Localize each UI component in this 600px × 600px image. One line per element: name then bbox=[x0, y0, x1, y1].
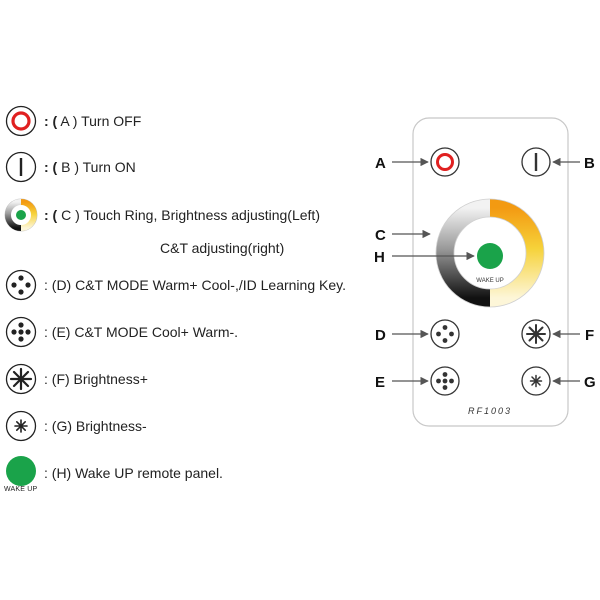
brightness-up-button[interactable] bbox=[521, 319, 551, 349]
legend-text-d: : (D) C&T MODE Warm+ Cool-,/ID Learning … bbox=[44, 277, 346, 293]
brightness-up-icon bbox=[5, 363, 37, 395]
legend-text-c-continued: C&T adjusting(right) bbox=[160, 240, 285, 256]
wake-up-button[interactable] bbox=[477, 243, 503, 269]
on-button[interactable] bbox=[521, 147, 551, 177]
legend-row-g: : (G) Brightness- bbox=[4, 409, 147, 443]
brightness-down-icon bbox=[5, 410, 37, 442]
label-c: C bbox=[375, 227, 386, 244]
legend-row-d: : (D) C&T MODE Warm+ Cool-,/ID Learning … bbox=[4, 268, 346, 302]
legend-text-f: : (F) Brightness+ bbox=[44, 371, 148, 387]
wake-up-icon bbox=[6, 456, 36, 486]
label-h: H bbox=[374, 249, 385, 266]
off-button[interactable] bbox=[430, 147, 460, 177]
legend-row-e: : (E) C&T MODE Cool+ Warm-. bbox=[4, 315, 238, 349]
label-d: D bbox=[375, 327, 386, 344]
legend-text-e: : (E) C&T MODE Cool+ Warm-. bbox=[44, 324, 239, 340]
legend-text-h: : (H) Wake UP remote panel. bbox=[44, 465, 223, 481]
legend-text-c: : ( C ) Touch Ring, Brightness adjusting… bbox=[44, 207, 320, 223]
model-label: RF1003 bbox=[468, 406, 512, 416]
four-dot-icon bbox=[5, 269, 37, 301]
label-b: B bbox=[584, 155, 595, 172]
wake-up-small-label: WAKE UP bbox=[4, 486, 38, 493]
touch-ring-icon bbox=[4, 198, 38, 232]
legend-row-b: : ( B ) Turn ON bbox=[4, 150, 136, 184]
label-a: A bbox=[375, 155, 386, 172]
five-dot-icon bbox=[5, 316, 37, 348]
legend-row-c: : ( C ) Touch Ring, Brightness adjusting… bbox=[4, 198, 320, 232]
label-e: E bbox=[375, 374, 385, 391]
label-g: G bbox=[584, 374, 596, 391]
legend-text-g: : (G) Brightness- bbox=[44, 418, 147, 434]
wake-up-label: WAKE UP bbox=[476, 278, 503, 284]
brightness-down-button[interactable] bbox=[521, 366, 551, 396]
legend-row-h: : (H) Wake UP remote panel. bbox=[4, 456, 223, 490]
ct-cool-button[interactable] bbox=[430, 366, 460, 396]
power-on-icon bbox=[5, 151, 37, 183]
legend-row-a: : ( A ) Turn OFF bbox=[4, 104, 141, 138]
ct-warm-button[interactable] bbox=[430, 319, 460, 349]
legend-text-b: : ( B ) Turn ON bbox=[44, 159, 136, 175]
power-off-icon bbox=[5, 105, 37, 137]
legend-row-f: : (F) Brightness+ bbox=[4, 362, 148, 396]
legend-text-a: : ( A ) Turn OFF bbox=[44, 113, 142, 129]
label-f: F bbox=[585, 327, 594, 344]
